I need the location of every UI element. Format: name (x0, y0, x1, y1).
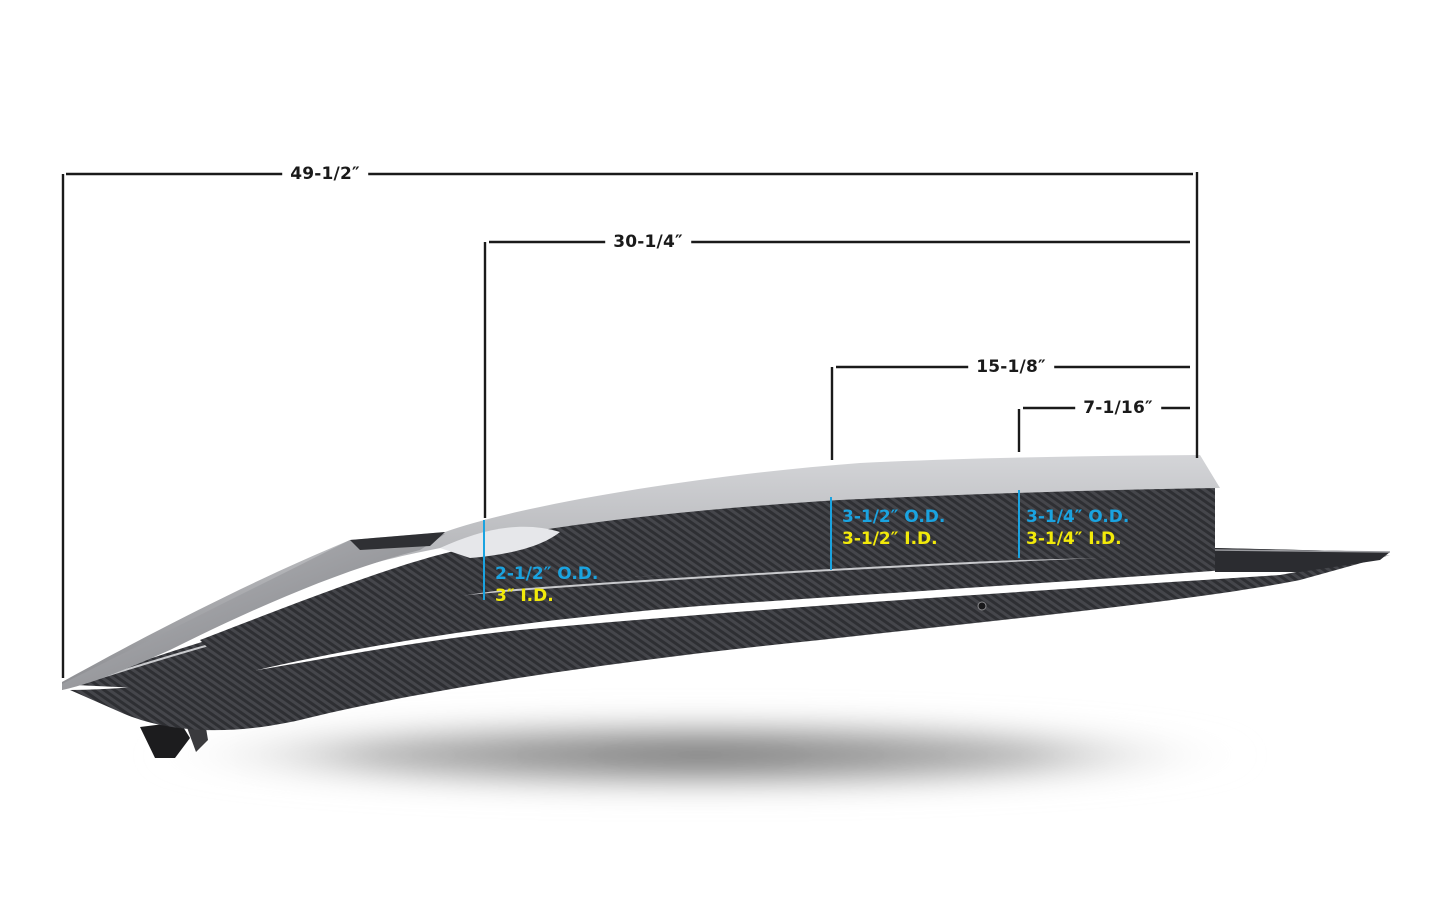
pipe-section-front: 2-1/2″ O.D. 3″ I.D. (495, 563, 598, 607)
inner-diameter-label: 3-1/4″ I.D. (1026, 529, 1122, 549)
pipe-section-rear: 3-1/4″ O.D. 3-1/4″ I.D. (1026, 506, 1129, 550)
outer-diameter-label: 2-1/2″ O.D. (495, 564, 599, 584)
hood-side-panel (200, 462, 1215, 660)
dimension-rear-length: 7-1/16″ (1075, 398, 1161, 418)
pipe-section-middle: 3-1/2″ O.D. 3-1/2″ I.D. (842, 506, 945, 550)
bolt-icon (977, 601, 987, 611)
inner-diameter-label: 3-1/2″ I.D. (842, 529, 938, 549)
dimension-scoop-length: 30-1/4″ (605, 232, 691, 252)
tail-lip (1214, 548, 1391, 572)
hood-top-surface (62, 455, 1220, 690)
section-markers (483, 490, 1020, 600)
dimension-overall-length: 49-1/2″ (282, 164, 368, 184)
outer-diameter-label: 3-1/2″ O.D. (842, 507, 946, 527)
inner-diameter-label: 3″ I.D. (495, 586, 554, 606)
dimension-mid-length: 15-1/8″ (968, 357, 1054, 377)
hood-underside (70, 555, 1390, 731)
floor-shadow (140, 715, 1260, 795)
outer-diameter-label: 3-1/4″ O.D. (1026, 507, 1130, 527)
